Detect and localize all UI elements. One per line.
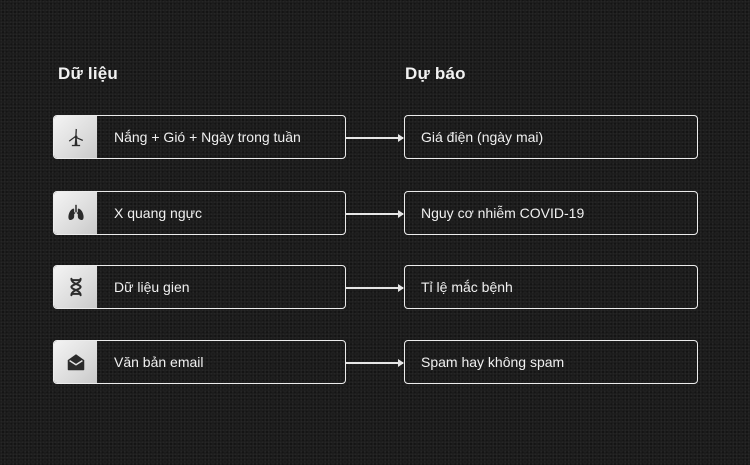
arrow-connector	[346, 284, 404, 291]
input-label: X quang ngực	[114, 205, 202, 221]
icon-cell	[54, 341, 97, 383]
arrow-connector	[346, 134, 404, 141]
icon-cell	[54, 192, 97, 234]
input-column-heading: Dữ liệu	[58, 64, 118, 83]
input-box: Văn bản email	[53, 340, 346, 384]
arrow-connector	[346, 210, 404, 217]
output-box: Spam hay không spam	[404, 340, 698, 384]
input-box: X quang ngực	[53, 191, 346, 235]
output-box: Tỉ lệ mắc bệnh	[404, 265, 698, 309]
icon-cell	[54, 116, 97, 158]
mapping-row-email: Văn bản email Spam hay không spam	[0, 340, 750, 384]
icon-cell	[54, 266, 97, 308]
mapping-row-electricity: Nắng + Gió + Ngày trong tuần Giá điện (n…	[0, 115, 750, 159]
input-label: Dữ liệu gien	[114, 279, 190, 295]
output-box: Giá điện (ngày mai)	[404, 115, 698, 159]
input-label: Nắng + Gió + Ngày trong tuần	[114, 129, 301, 145]
input-label: Văn bản email	[114, 354, 204, 370]
input-box: Nắng + Gió + Ngày trong tuần	[53, 115, 346, 159]
wind-turbine-icon	[68, 128, 83, 147]
email-icon	[67, 354, 84, 371]
lungs-icon	[67, 204, 84, 221]
dna-icon	[69, 277, 82, 297]
mapping-row-covid: X quang ngực Nguy cơ nhiễm COVID-19	[0, 191, 750, 235]
arrow-connector	[346, 359, 404, 366]
output-column-heading: Dự báo	[405, 64, 466, 83]
mapping-row-genetics: Dữ liệu gien Tỉ lệ mắc bệnh	[0, 265, 750, 309]
input-box: Dữ liệu gien	[53, 265, 346, 309]
output-box: Nguy cơ nhiễm COVID-19	[404, 191, 698, 235]
